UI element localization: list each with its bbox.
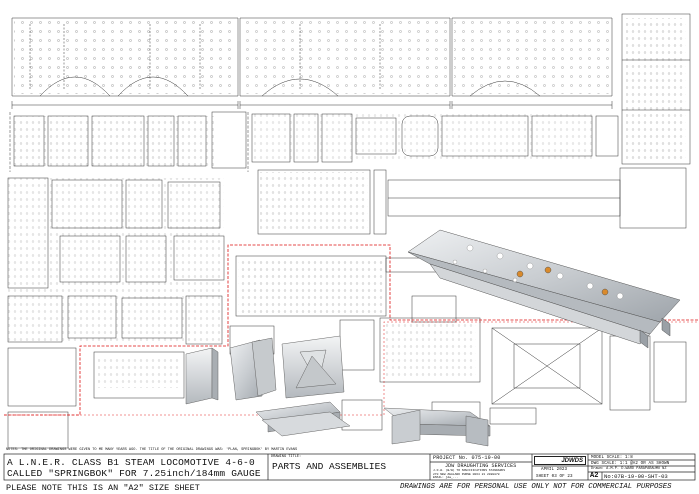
project-title-line-2: CALLED "SPRINGBOK" FOR 7.25inch/184mm GA… — [7, 467, 261, 479]
date: APRIL 2023 — [541, 468, 568, 472]
company-line-2: 270 NEW ZEALAND PHONE 0064 21 2088878 — [433, 472, 500, 476]
company-line-1: J.D.W. (B/W) TO SPECIFICATIONS STANDARDS — [433, 469, 506, 472]
mid-stretcher-drawings — [257, 167, 687, 273]
company-line-3: EMAIL: jdw_... — [433, 476, 459, 479]
drawing-scale: DWG SCALE: 1:1 @A2 OR AS SHOWN — [591, 461, 670, 466]
third-frame-plate-drawing — [451, 17, 613, 109]
footer-size-note: PLEASE NOTE THIS IS AN "A2" SIZE SHEET — [6, 483, 200, 493]
bracket-3d-renders — [185, 335, 345, 405]
company-logo: JDWDS — [534, 456, 586, 465]
second-frame-plate-drawing — [239, 17, 451, 109]
title-block-frame — [3, 453, 696, 481]
drawing-number: No:07B-19-00-SHT-03 — [604, 473, 668, 480]
project-number: PROJECT No. 075-19-00 — [433, 455, 501, 461]
red-region-parts — [93, 255, 481, 399]
sheet-size: A2 — [590, 472, 599, 480]
main-frame-plate-drawing — [11, 17, 239, 109]
footer-usage-note: DRAWINGS ARE FOR PERSONAL USE ONLY NOT F… — [400, 483, 672, 491]
stretcher-parts-row — [9, 111, 619, 172]
left-column-parts — [7, 177, 225, 449]
model-scale: MODEL SCALE: 1:8 — [591, 455, 633, 460]
notes-line: NOTES: THE ORIGINAL DRAWINGS WERE GIVEN … — [6, 448, 298, 452]
drawing-title-label: DRAWING TITLE: — [271, 455, 302, 459]
drawing-title: PARTS AND ASSEMBLIES — [272, 461, 387, 472]
project-title-line-1: A L.N.E.R. CLASS B1 STEAM LOCOMOTIVE 4-6… — [7, 457, 255, 468]
frame-assembly-3d — [407, 229, 681, 349]
end-plate-drawing — [621, 13, 691, 165]
red-boundary-lines — [4, 244, 699, 416]
sheet-number: SHEET 03 OF 23 — [536, 475, 573, 479]
company-name: JDW DRAUGHTING SERVICES — [445, 462, 517, 469]
stretcher-3d-renders — [255, 401, 491, 447]
drawn-by: Drawn: A.M.P. D.WARD PARAPARAUMU NZ — [591, 466, 667, 471]
